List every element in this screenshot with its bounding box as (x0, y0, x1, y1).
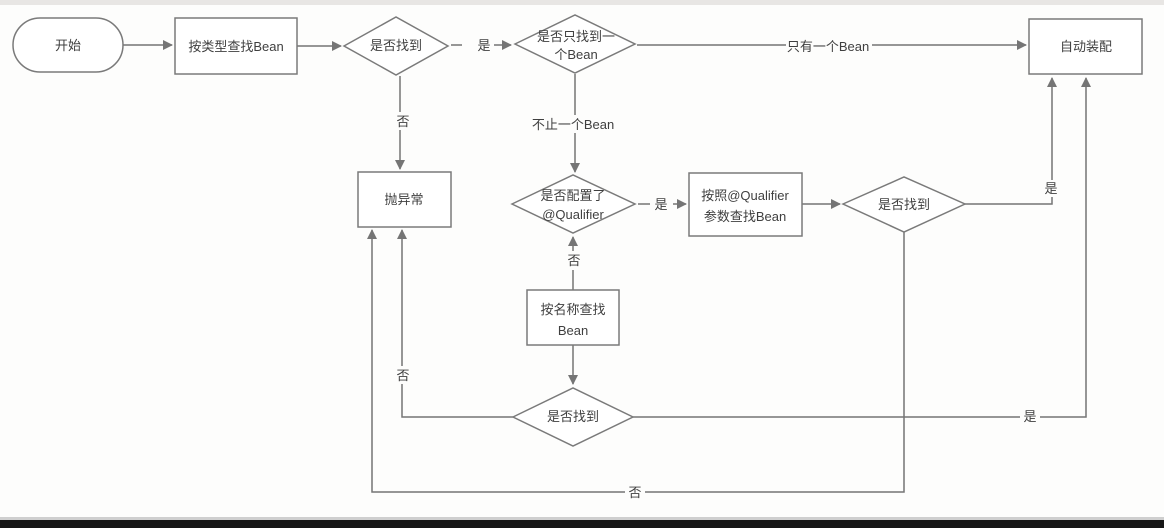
edge-name-found-yes-to-autowire (633, 77, 1091, 418)
edge-label-qualifier-found-no: 否 (628, 485, 641, 500)
found-by-name-label: 是否找到 (547, 409, 599, 424)
edge-label-qualifier-configured-yes: 是 (654, 197, 667, 212)
edge-label-backdrop (564, 252, 583, 269)
find-by-type-box (174, 17, 298, 75)
has-qualifier-label-line1: 是否配置了 (540, 188, 605, 203)
find-by-type-label: 按类型查找Bean (188, 39, 283, 54)
find-by-qualifier-box (688, 172, 803, 237)
edge-label-type-found-yes: 是 (477, 38, 490, 53)
edge-label-qualifier-found-yes: 是 (1044, 181, 1057, 196)
found-by-type-diamond (342, 16, 450, 76)
edge-label-backdrop (393, 366, 412, 384)
find-by-qualifier-label-line2: 参数查找Bean (704, 209, 786, 224)
start-label: 开始 (55, 38, 81, 53)
edge-label-backdrop (529, 115, 618, 133)
throw-exception-box (357, 171, 452, 228)
edge-label-name-found-no: 否 (396, 368, 409, 383)
bottom-divider (0, 517, 1164, 520)
find-by-name-box (526, 289, 620, 346)
start-oval (12, 17, 124, 73)
found-by-qualifier-label: 是否找到 (878, 197, 930, 212)
edge-label-backdrop (625, 483, 645, 501)
only-one-bean-label-line1: 是否只找到一 (537, 29, 615, 44)
found-by-name-diamond (511, 387, 635, 447)
edge-name-found-no-to-exception (397, 229, 513, 418)
edge-label-backdrop (1020, 408, 1040, 425)
found-by-qualifier-diamond (841, 176, 967, 233)
edge-label-more-than-one-bean: 不止一个Bean (532, 117, 614, 132)
only-one-bean-label-line2: 个Bean (554, 47, 597, 62)
edge-label-type-found-no: 否 (396, 114, 409, 129)
has-qualifier-diamond (510, 174, 637, 234)
edge-label-only-one-bean: 只有一个Bean (787, 39, 869, 54)
throw-exception-label: 抛异常 (384, 192, 423, 207)
found-by-type-label: 是否找到 (370, 38, 422, 53)
autowire-box (1028, 18, 1143, 75)
find-by-name-label-line1: 按名称查找 (540, 302, 605, 317)
find-by-qualifier-label-line1: 按照@Qualifier (701, 188, 789, 203)
edge-qualifier-found-yes-to-autowire (965, 77, 1057, 205)
edge-label-backdrop (1042, 180, 1061, 197)
autowire-label: 自动装配 (1060, 39, 1112, 54)
edge-label-backdrop (393, 112, 412, 130)
edge-label-name-found-yes: 是 (1023, 409, 1036, 424)
bottom-bar (0, 520, 1164, 528)
top-strip (0, 0, 1164, 5)
edge-label-qualifier-configured-no: 否 (567, 253, 580, 268)
only-one-bean-diamond (513, 14, 637, 74)
has-qualifier-label-line2: @Qualifier (542, 207, 604, 222)
find-by-name-label-line2: Bean (558, 323, 588, 338)
edge-qualifier-found-no-to-exception (367, 229, 905, 493)
